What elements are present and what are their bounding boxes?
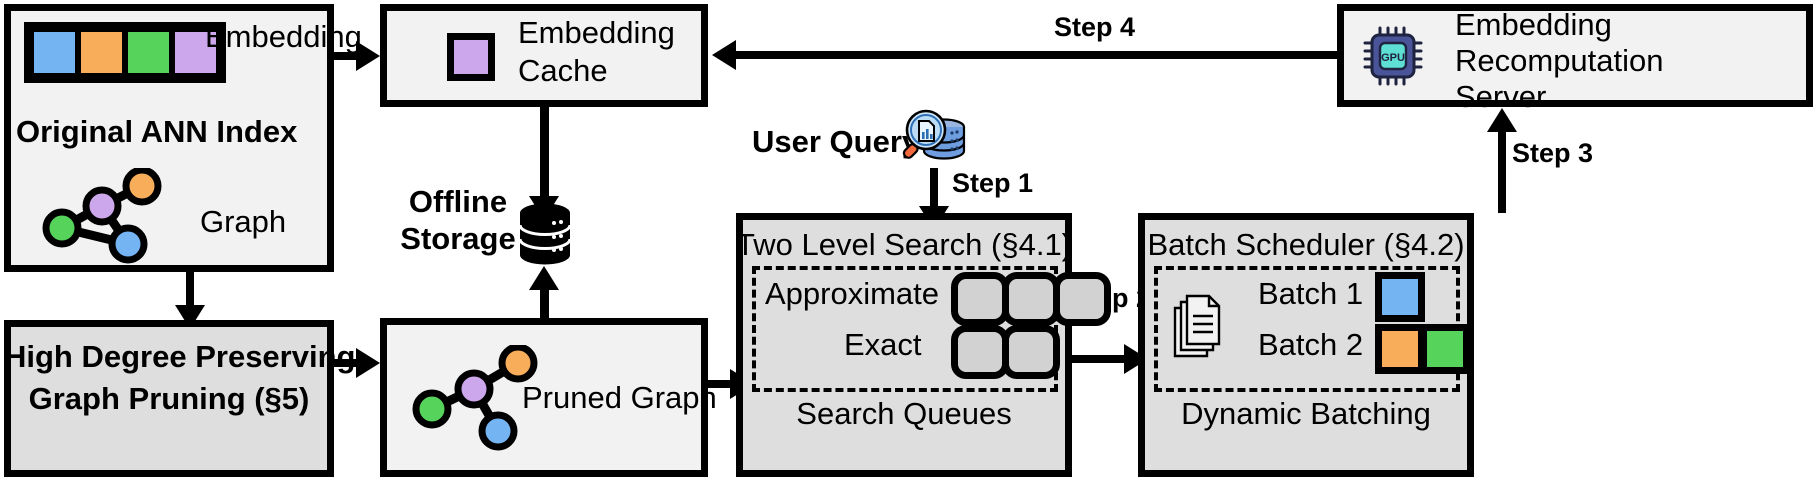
dynamic-batching-caption: Dynamic Batching (1181, 396, 1431, 431)
connector-pruned-graph-to-search (708, 380, 736, 388)
exact-queue-cell-2[interactable] (1002, 325, 1060, 379)
arrowhead-step4 (712, 40, 736, 70)
approximate-queue-cell-3[interactable] (1053, 272, 1111, 326)
arrowhead-pruning-to-pruned-graph (356, 348, 380, 378)
documents-icon (1173, 294, 1221, 358)
batch-1-label: Batch 1 (1258, 276, 1364, 311)
step1-label: Step 1 (952, 168, 1034, 198)
approximate-queue-cell-1[interactable] (951, 272, 1009, 326)
two-level-search-title: Two Level Search (§4.1) (736, 227, 1073, 262)
embedding-cache-title-line2: Cache (518, 53, 608, 88)
batch-2-label: Batch 2 (1258, 327, 1364, 362)
gpu-icon-text: GPU (1381, 52, 1405, 64)
offline-storage-label-line1: Offline (408, 184, 508, 219)
batch-1-swatch-1 (1375, 272, 1425, 322)
connector-step1 (930, 168, 938, 213)
embedding-label: Embedding (205, 19, 362, 54)
search-queues-caption: Search Queues (796, 396, 1012, 431)
embedding-cache-title-line1: Embedding (518, 15, 675, 50)
arrowhead-step3 (1487, 108, 1517, 132)
embedding-swatch-purple (172, 29, 219, 76)
gpu-chip-icon: GPU (1363, 26, 1423, 86)
connector-step3 (1498, 130, 1506, 213)
connector-step4 (736, 51, 1337, 59)
graph-pruning-box[interactable] (4, 320, 334, 477)
recomputation-server-line2: Recomputation (1455, 43, 1664, 78)
pruned-graph-illustration (412, 345, 538, 451)
offline-storage-label-line2: Storage (400, 221, 516, 256)
exact-queue-label: Exact (844, 327, 922, 362)
batch-scheduler-title: Batch Scheduler (§4.2) (1147, 227, 1465, 262)
recomputation-server-line1: Embedding (1455, 7, 1612, 42)
approximate-queue-label: Approximate (765, 276, 940, 311)
original-graph-illustration (42, 168, 162, 264)
connector-index-to-cache (334, 52, 362, 60)
recomputation-server-box[interactable] (1337, 4, 1813, 107)
pruned-graph-label: Pruned Graph (522, 380, 717, 415)
embedding-swatch-green (125, 29, 172, 76)
step4-label: Step 4 (1054, 12, 1136, 42)
embedding-swatch-orange (78, 29, 125, 76)
embedding-cache-box[interactable] (380, 4, 708, 107)
connector-cache-to-storage (540, 107, 549, 202)
search-document-database-icon (902, 109, 966, 160)
embedding-cache-swatch (447, 33, 495, 81)
recomputation-server-line3: Server (1455, 79, 1547, 114)
original-ann-index-title: Original ANN Index (16, 114, 298, 149)
user-query-label: User Query (752, 124, 920, 159)
connector-pruning-to-pruned-graph (334, 359, 362, 367)
connector-index-to-pruning (186, 272, 194, 310)
arrowhead-pruned-graph-to-storage (529, 266, 559, 290)
arrowhead-index-to-cache (356, 41, 380, 71)
step3-label: Step 3 (1512, 138, 1594, 168)
exact-queue-cell-1[interactable] (951, 325, 1009, 379)
database-icon (518, 203, 572, 265)
batch-2-swatch-2 (1420, 324, 1470, 374)
batch-2-swatch-1 (1375, 324, 1425, 374)
embedding-swatch-strip (24, 22, 226, 83)
approximate-queue-cell-2[interactable] (1002, 272, 1060, 326)
connector-pruned-graph-to-storage (540, 288, 549, 321)
graph-label: Graph (200, 204, 287, 239)
pruned-graph-box[interactable] (380, 318, 708, 477)
graph-pruning-title-line1: High Degree Preserving (4, 339, 356, 374)
embedding-swatch-blue (31, 29, 78, 76)
graph-pruning-title-line2: Graph Pruning (§5) (28, 381, 310, 416)
connector-step2 (1072, 355, 1134, 363)
